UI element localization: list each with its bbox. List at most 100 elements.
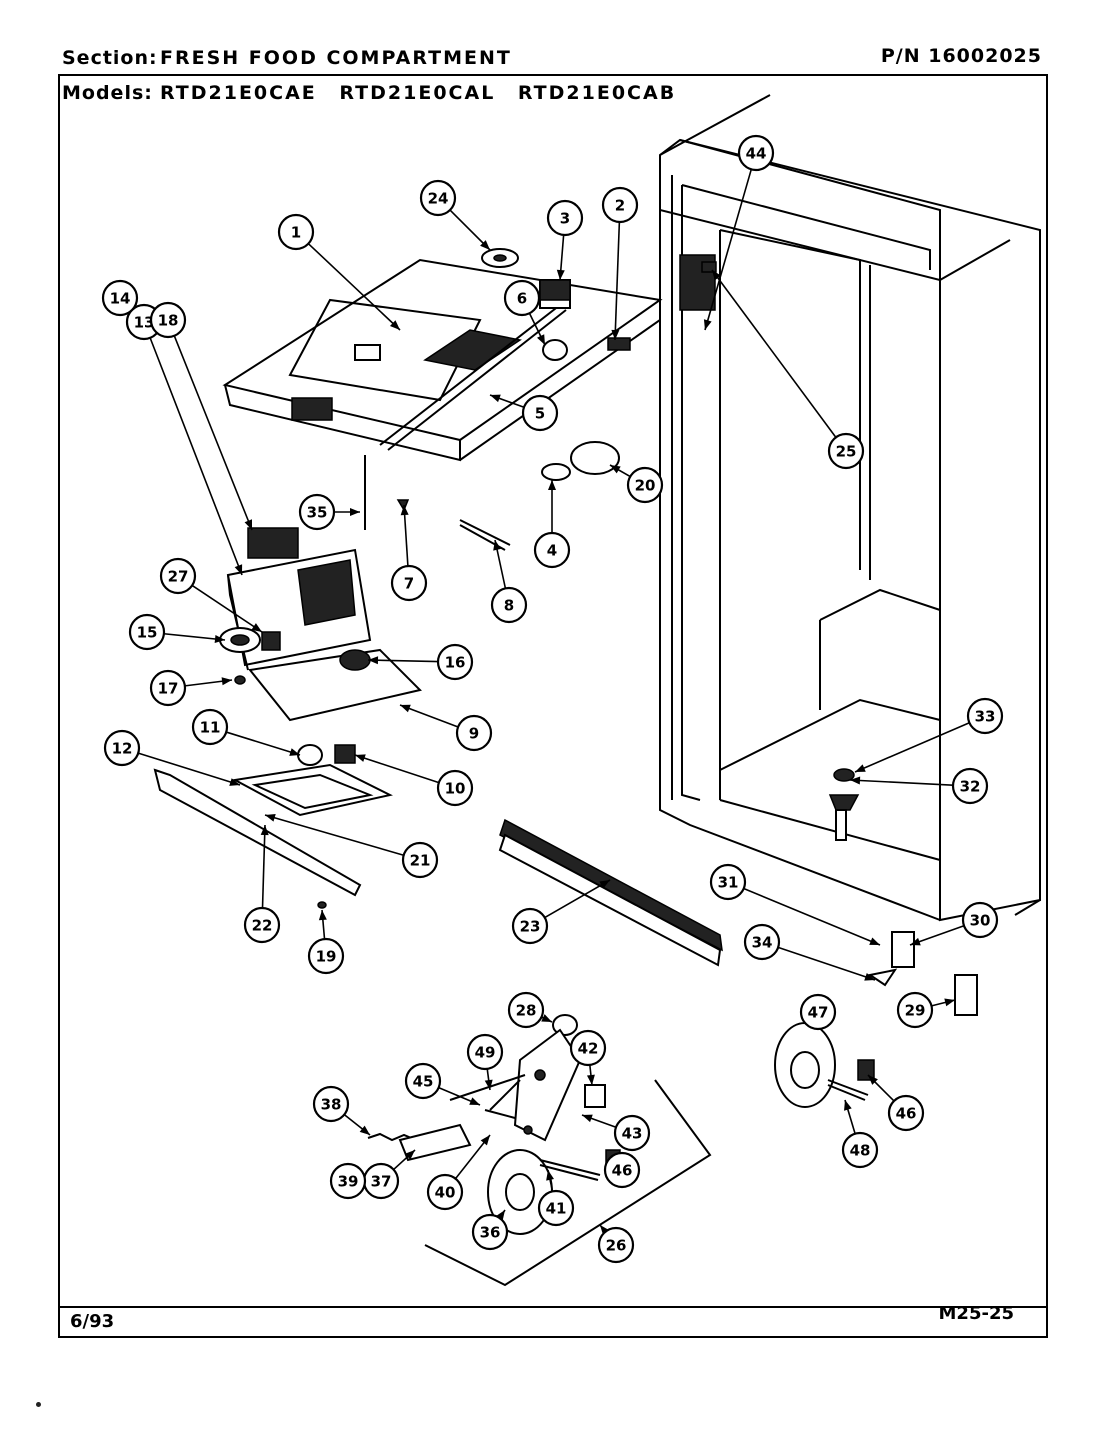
callout-number: 37 [371, 1173, 392, 1191]
leader-arrowhead-c23 [599, 880, 610, 889]
callout-circle [966, 697, 1004, 735]
callout-c21: 21 [401, 841, 439, 879]
callout-number: 22 [252, 917, 273, 935]
leader-line-c12 [137, 752, 241, 786]
callout-c8: 8 [490, 586, 528, 624]
callout-number: 30 [970, 912, 991, 930]
callout-number: 46 [896, 1105, 917, 1123]
footer-divider [58, 1306, 1048, 1308]
callout-number: 17 [158, 680, 179, 698]
callout-circle [887, 1094, 925, 1132]
callout-number: 16 [445, 654, 466, 672]
leader-line-c13 [149, 337, 243, 576]
leader-line-c34 [777, 946, 876, 981]
callout-number: 38 [321, 1096, 342, 1114]
leader-lines [137, 169, 970, 1236]
callout-c39: 39 [329, 1162, 367, 1200]
leader-arrowhead-c7 [400, 505, 409, 516]
callout-circle [799, 993, 837, 1031]
callout-c48: 48 [841, 1131, 879, 1169]
leader-arrowhead-c41 [546, 1170, 554, 1181]
callout-c25: 25 [827, 432, 865, 470]
callout-c46b: 46 [887, 1094, 925, 1132]
callout-number: 11 [200, 719, 221, 737]
callout-circle [507, 991, 545, 1029]
callout-c2: 2 [601, 186, 639, 224]
callout-number: 45 [413, 1073, 434, 1091]
callout-c13: 13 [125, 303, 163, 341]
callout-number: 9 [469, 725, 479, 743]
callout-circle [436, 769, 474, 807]
leader-arrowhead-c30 [910, 937, 921, 946]
callout-c26: 26 [597, 1226, 635, 1264]
leader-arrowhead-c40 [480, 1135, 490, 1146]
callout-c24: 24 [419, 179, 457, 217]
callout-circle [597, 1226, 635, 1264]
leader-line-c10 [354, 754, 440, 784]
callout-c44: 44 [737, 134, 775, 172]
callout-number: 13 [134, 314, 155, 332]
leader-arrowhead-c31 [869, 937, 880, 945]
leader-arrowhead-c25 [712, 270, 722, 281]
leader-arrowhead-c21 [265, 813, 276, 822]
callout-circle [603, 1151, 641, 1189]
evaporator-cover [222, 258, 663, 462]
callout-circle [455, 714, 493, 752]
callout-circle [101, 279, 139, 317]
callout-circle [601, 186, 639, 224]
callout-circle [307, 937, 345, 975]
callout-c23: 23 [511, 907, 549, 945]
leader-arrowhead-c4 [548, 480, 556, 490]
leader-line-c15 [163, 632, 226, 641]
callout-number: 46 [612, 1162, 633, 1180]
callout-circle [426, 1173, 464, 1211]
callout-number: 7 [404, 575, 414, 593]
footer-code: M25-25 [938, 1303, 1014, 1324]
callout-circle [743, 923, 781, 961]
leader-line-c11 [225, 731, 301, 756]
top-small-parts [364, 248, 631, 551]
callout-circle [329, 1162, 367, 1200]
callout-c45: 45 [404, 1062, 442, 1100]
leader-arrowhead-c10 [355, 754, 366, 762]
callout-circle [490, 586, 528, 624]
callout-number: 47 [808, 1004, 829, 1022]
leader-arrowhead-c19 [318, 910, 327, 921]
stray-mark [36, 1402, 41, 1407]
callout-number: 32 [960, 778, 981, 796]
leader-line-c2 [614, 221, 621, 341]
leader-line-c32 [849, 779, 954, 786]
leader-arrowhead-c29 [944, 998, 955, 1007]
leader-line-c9 [399, 704, 459, 728]
callout-number: 10 [445, 780, 466, 798]
callout-number: 40 [435, 1184, 456, 1202]
leader-line-c7 [403, 504, 409, 567]
leader-line-c22 [261, 824, 266, 909]
callout-c15: 15 [128, 613, 166, 651]
callout-c3: 3 [546, 199, 584, 237]
callout-c49: 49 [466, 1033, 504, 1071]
leader-arrowhead-c11 [289, 748, 300, 756]
callout-number: 39 [338, 1173, 359, 1191]
footer-date: 6/93 [70, 1311, 115, 1332]
leader-arrowhead-c36 [496, 1210, 505, 1221]
leader-arrowhead-c24 [480, 240, 490, 250]
callout-number: 41 [546, 1200, 567, 1218]
callout-circle [951, 767, 989, 805]
callout-number: 8 [504, 597, 514, 615]
callout-c37: 37 [362, 1162, 400, 1200]
callout-c27: 27 [159, 557, 197, 595]
callout-circle [827, 432, 865, 470]
callout-number: 34 [752, 934, 773, 952]
leader-arrowhead-c48 [844, 1100, 852, 1111]
callout-circle [737, 134, 775, 172]
callout-c7: 7 [390, 564, 428, 602]
leader-arrowhead-c49 [484, 1079, 493, 1090]
callout-number: 35 [307, 504, 328, 522]
roller-assembly [367, 1014, 712, 1287]
leader-line-c25 [711, 269, 837, 438]
leader-arrowhead-c5 [490, 394, 501, 403]
section-label: Section: [62, 47, 158, 69]
leader-arrowhead-c27 [251, 623, 262, 632]
leader-arrowhead-c38 [359, 1125, 370, 1135]
